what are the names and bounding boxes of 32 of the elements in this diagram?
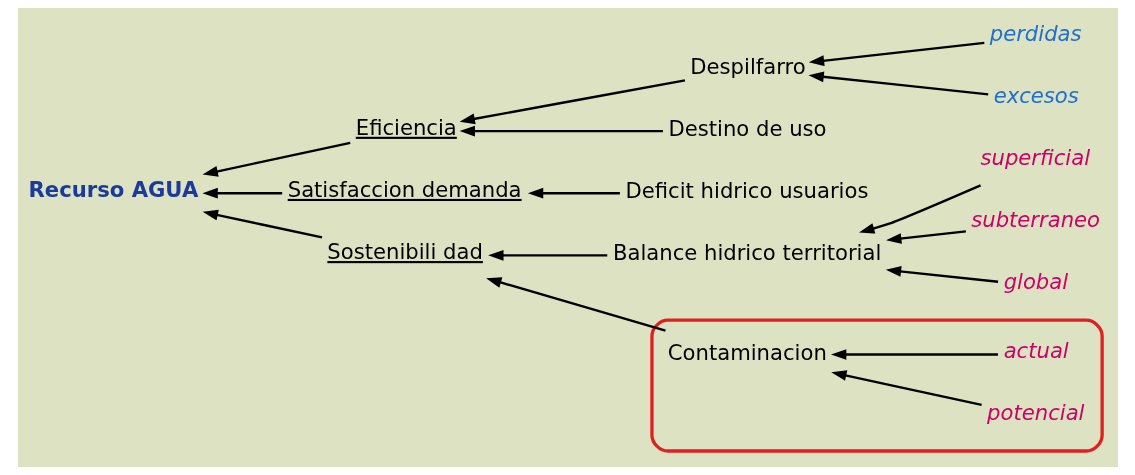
node-text: actual — [1003, 338, 1069, 364]
node-text: global — [1003, 269, 1068, 295]
arrow — [202, 141, 350, 177]
node-text: Deficit hidrico usuarios — [625, 178, 868, 204]
arrow — [830, 370, 982, 407]
node-text: Recurso AGUA — [28, 176, 198, 202]
arrow — [858, 184, 981, 234]
arrow — [201, 187, 282, 199]
node-text: Sostenibili dad — [326, 239, 483, 265]
node-text: Satisfaccion demanda — [287, 176, 522, 202]
node-text: Despilfarro — [689, 53, 806, 79]
node-text: Balance hidrico territorial — [612, 240, 881, 266]
arrow — [459, 125, 663, 137]
arrow — [885, 266, 998, 283]
arrow — [527, 187, 620, 199]
node-text: subterraneo — [970, 207, 1100, 233]
node-text: excesos — [993, 83, 1079, 109]
node-text: potencial — [986, 400, 1084, 426]
arrow — [830, 349, 998, 360]
arrow — [459, 79, 685, 125]
arrow — [808, 41, 984, 67]
node-text: perdidas — [989, 20, 1082, 46]
arrow — [885, 230, 966, 244]
node-text: Destino de uso — [667, 116, 826, 142]
arrow — [807, 71, 988, 96]
node-text: Eficiencia — [355, 114, 457, 140]
arrow — [487, 249, 607, 261]
node-text: Contaminacion — [667, 339, 827, 365]
arrow — [485, 277, 666, 332]
arrow — [202, 209, 322, 239]
cluster — [649, 318, 1104, 453]
node-text: superficial — [980, 145, 1090, 171]
